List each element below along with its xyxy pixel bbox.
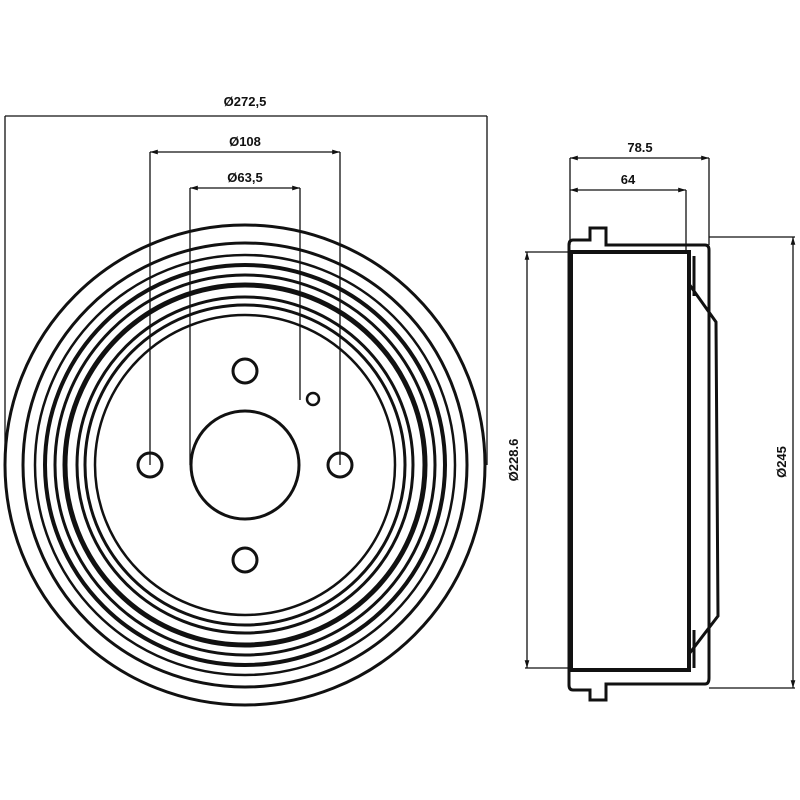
dim-total-width-label: 78.5 [627, 140, 652, 155]
drum-profile [567, 226, 711, 702]
rim-ring [53, 273, 437, 657]
dim-outer-label: Ø272,5 [224, 94, 267, 109]
center-bore [189, 409, 301, 521]
rim-ring [62, 282, 428, 648]
drum-inner-wall [569, 250, 691, 672]
rim-ring [83, 303, 407, 627]
rim-ring [33, 253, 457, 677]
dim-flange-diameter-label: Ø245 [774, 446, 789, 478]
dim-bolt-circle-label: Ø108 [229, 134, 261, 149]
dim-inner-depth-label: 64 [621, 172, 636, 187]
front-dimensions [4, 115, 488, 465]
hub-face [93, 313, 397, 617]
rim-ring [43, 263, 447, 667]
front-view [3, 223, 487, 707]
dim-friction-diameter-label: Ø228.6 [506, 439, 521, 482]
rim-ring [75, 295, 415, 635]
side-view [567, 226, 720, 702]
side-dimensions [524, 155, 796, 689]
dim-center-bore-label: Ø63,5 [227, 170, 262, 185]
hub-face-profile [687, 283, 720, 655]
bolt-hole [231, 357, 259, 385]
locating-hole [305, 391, 321, 407]
bolt-hole [231, 546, 259, 574]
rim-ring [21, 241, 469, 689]
